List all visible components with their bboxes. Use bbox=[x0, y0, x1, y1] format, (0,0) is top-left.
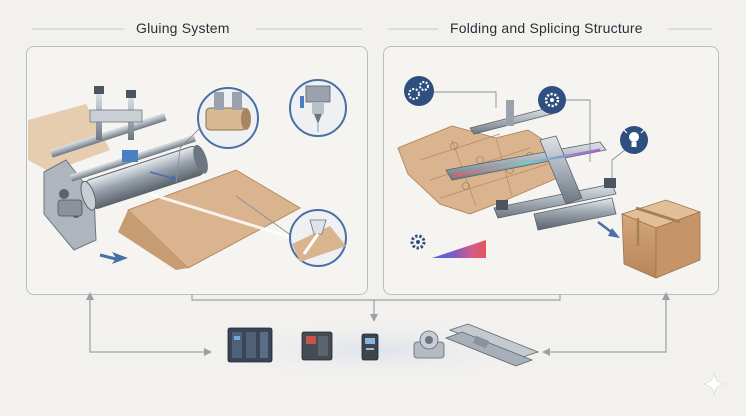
gluing-machine bbox=[28, 86, 302, 270]
inverter-icon bbox=[361, 333, 379, 361]
linear-rail-icon bbox=[444, 323, 540, 367]
magnifier-callout-roller bbox=[197, 87, 259, 149]
folding-splicing-machine bbox=[397, 100, 620, 238]
gears-icon bbox=[404, 76, 434, 106]
callout-leaders-right bbox=[432, 91, 631, 178]
infeed-board bbox=[28, 104, 110, 172]
glue-line bbox=[149, 192, 301, 242]
lightbulb-icon bbox=[620, 126, 648, 154]
output-direction-arrow bbox=[608, 228, 620, 238]
system-connectors bbox=[89, 294, 667, 353]
gluing-system-title: Gluing System bbox=[128, 20, 238, 36]
magnifier-callout-nozzle bbox=[289, 79, 347, 137]
flow-arrow-left bbox=[112, 252, 128, 264]
folding-splicing-title: Folding and Splicing Structure bbox=[442, 20, 651, 36]
sparkle-icon bbox=[702, 372, 726, 396]
settings-gradient-ramp bbox=[432, 240, 486, 258]
glue-roller bbox=[80, 144, 208, 211]
laser-guide-line bbox=[451, 148, 601, 178]
magnifier-callout-glue-line bbox=[289, 209, 347, 267]
gear-icon bbox=[538, 86, 566, 114]
servo-drive-icon bbox=[301, 331, 333, 361]
output-roller bbox=[496, 178, 617, 231]
finished-carton-box bbox=[620, 199, 702, 279]
settings-gradient-icon bbox=[410, 234, 426, 250]
plc-controller-icon bbox=[227, 327, 273, 363]
bearing-block-icon bbox=[413, 330, 445, 359]
blue-sensor-block bbox=[122, 150, 138, 162]
